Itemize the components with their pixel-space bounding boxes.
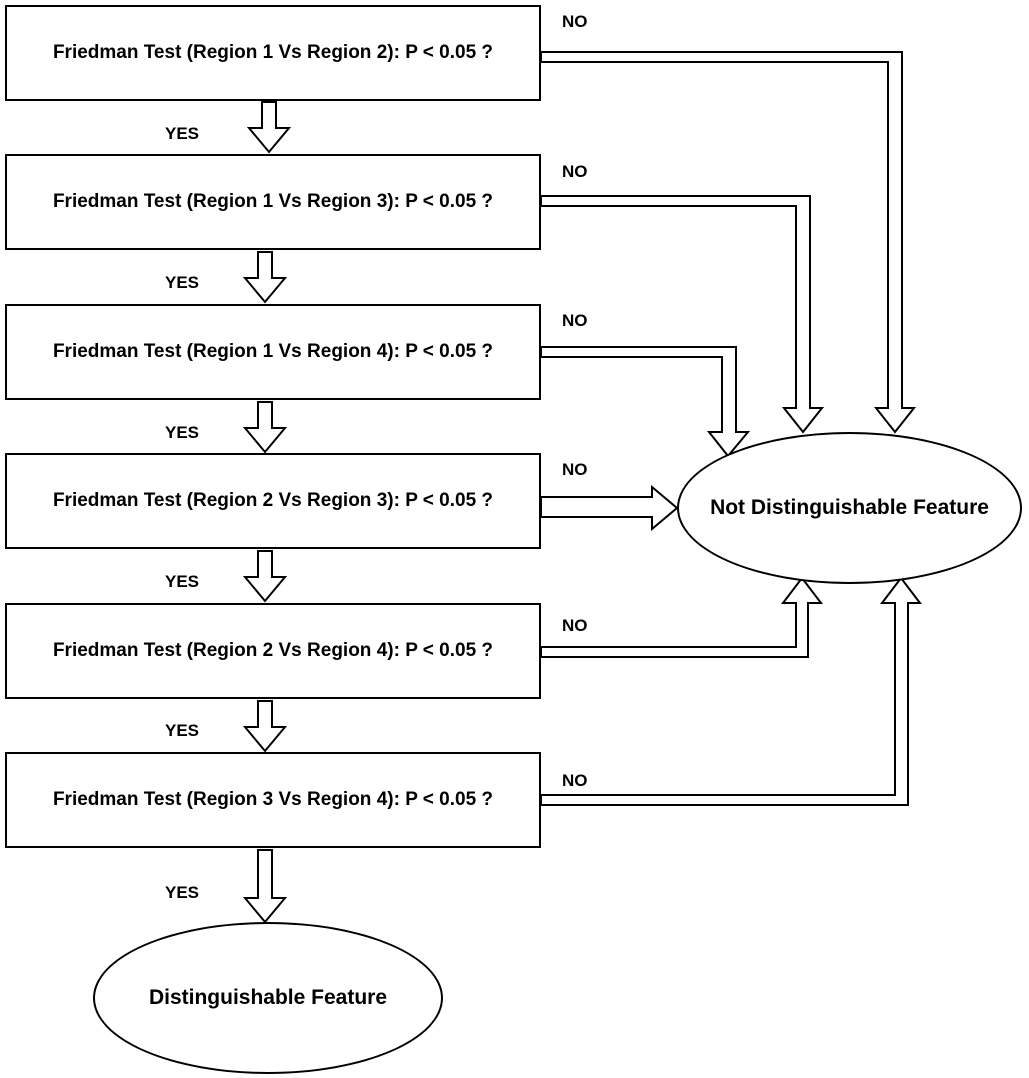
test-box-2: Friedman Test (Region 1 Vs Region 3): P … bbox=[5, 154, 541, 250]
yes-arrow-6 bbox=[242, 849, 288, 924]
no-label-2: NO bbox=[562, 162, 588, 181]
no-label-4: NO bbox=[562, 460, 588, 479]
yes-label-2: YES bbox=[165, 273, 200, 292]
yes-arrow-3 bbox=[242, 401, 288, 454]
test-box-3: Friedman Test (Region 1 Vs Region 4): P … bbox=[5, 304, 541, 400]
no-label-1: NO bbox=[562, 12, 588, 31]
distinguishable-label: Distinguishable Feature bbox=[148, 986, 388, 1009]
yes-label-1: YES bbox=[165, 124, 200, 143]
distinguishable-outcome: Distinguishable Feature bbox=[93, 922, 443, 1074]
yes-arrow-4 bbox=[242, 550, 288, 603]
yes-label-5: YES bbox=[165, 721, 200, 740]
no-arrow-6 bbox=[540, 576, 923, 806]
yes-arrow-5 bbox=[242, 700, 288, 753]
no-arrow-5 bbox=[540, 576, 824, 658]
no-label-3: NO bbox=[562, 311, 588, 330]
no-label-6: NO bbox=[562, 771, 588, 790]
test-box-6: Friedman Test (Region 3 Vs Region 4): P … bbox=[5, 752, 541, 848]
not-distinguishable-label: Not Distinguishable Feature bbox=[710, 496, 989, 519]
no-arrow-2 bbox=[540, 195, 825, 434]
yes-label-6: YES bbox=[165, 883, 200, 902]
yes-label-4: YES bbox=[165, 572, 200, 591]
no-arrow-3 bbox=[540, 346, 751, 458]
test-box-5: Friedman Test (Region 2 Vs Region 4): P … bbox=[5, 603, 541, 699]
yes-label-3: YES bbox=[165, 423, 200, 442]
test-box-4: Friedman Test (Region 2 Vs Region 3): P … bbox=[5, 453, 541, 549]
not-distinguishable-outcome: Not Distinguishable Feature bbox=[677, 432, 1022, 584]
no-label-5: NO bbox=[562, 616, 588, 635]
yes-arrow-1 bbox=[246, 101, 292, 154]
yes-arrow-2 bbox=[242, 251, 288, 304]
no-arrow-4 bbox=[540, 484, 679, 532]
no-arrow-1 bbox=[540, 51, 917, 434]
test-box-1: Friedman Test (Region 1 Vs Region 2): P … bbox=[5, 5, 541, 101]
